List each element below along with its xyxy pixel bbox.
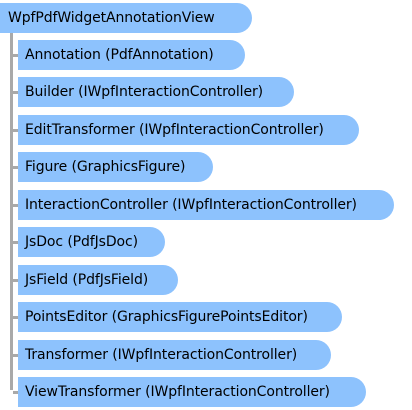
member-node-jsfield: JsField (PdfJsField)	[18, 265, 178, 295]
member-label: JsField (PdfJsField)	[25, 272, 149, 288]
branch-line	[13, 204, 18, 207]
branch-line	[13, 316, 18, 319]
branch-line	[13, 354, 18, 357]
tree-connector-line	[10, 32, 13, 390]
member-node-transformer: Transformer (IWpfInteractionController)	[18, 340, 331, 370]
member-label: Transformer (IWpfInteractionController)	[25, 347, 298, 363]
branch-line	[13, 391, 18, 394]
member-node-annotation: Annotation (PdfAnnotation)	[18, 40, 245, 70]
branch-line	[13, 166, 18, 169]
member-node-edit-transformer: EditTransformer (IWpfInteractionControll…	[18, 115, 359, 145]
member-label: JsDoc (PdfJsDoc)	[25, 234, 138, 250]
root-node-label: WpfPdfWidgetAnnotationView	[8, 10, 215, 26]
member-node-points-editor: PointsEditor (GraphicsFigurePointsEditor…	[18, 302, 342, 332]
member-node-figure: Figure (GraphicsFigure)	[18, 152, 213, 182]
member-label: InteractionController (IWpfInteractionCo…	[25, 197, 357, 213]
member-label: Annotation (PdfAnnotation)	[25, 47, 214, 63]
member-label: Builder (IWpfInteractionController)	[25, 84, 263, 100]
branch-line	[13, 241, 18, 244]
member-node-jsdoc: JsDoc (PdfJsDoc)	[18, 227, 165, 257]
member-node-builder: Builder (IWpfInteractionController)	[18, 77, 294, 107]
branch-line	[13, 91, 18, 94]
member-label: Figure (GraphicsFigure)	[25, 159, 186, 175]
branch-line	[13, 54, 18, 57]
root-node: WpfPdfWidgetAnnotationView	[0, 3, 252, 33]
member-node-view-transformer: ViewTransformer (IWpfInteractionControll…	[18, 377, 366, 407]
member-node-interaction-controller: InteractionController (IWpfInteractionCo…	[18, 190, 394, 220]
member-label: ViewTransformer (IWpfInteractionControll…	[25, 384, 330, 400]
branch-line	[13, 279, 18, 282]
member-label: PointsEditor (GraphicsFigurePointsEditor…	[25, 309, 308, 325]
branch-line	[13, 129, 18, 132]
member-label: EditTransformer (IWpfInteractionControll…	[25, 122, 324, 138]
